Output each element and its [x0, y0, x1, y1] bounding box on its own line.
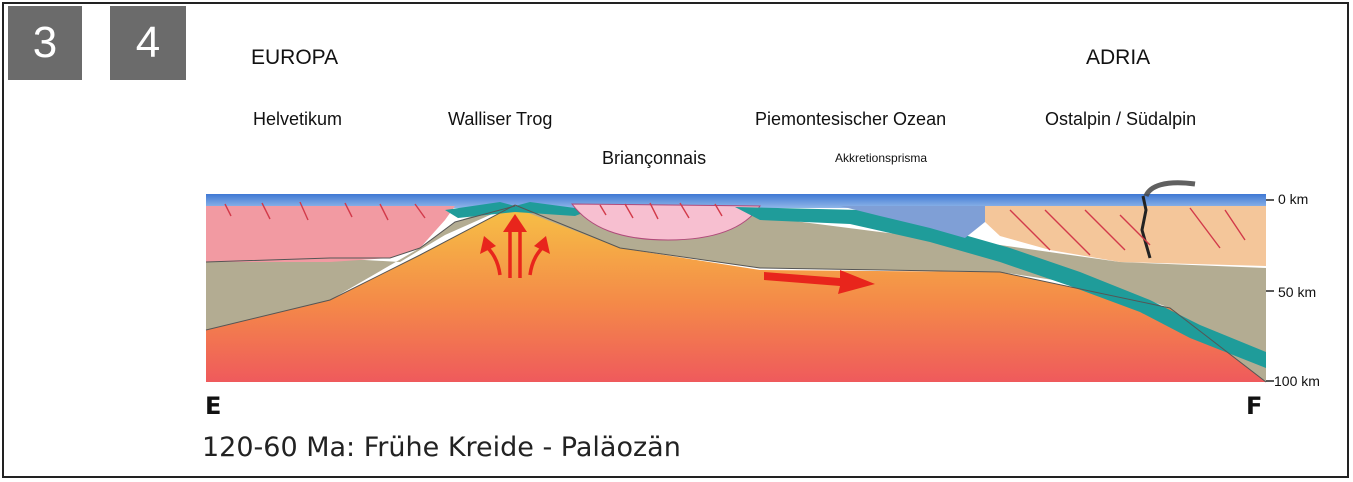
- zone-label-piemont: Piemontesischer Ozean: [755, 109, 946, 130]
- zone-label-helvetikum: Helvetikum: [253, 109, 342, 130]
- region-label-adria: ADRIA: [1086, 46, 1150, 70]
- profile-endpoint-e: E: [205, 392, 221, 420]
- zone-label-brianconnais: Briançonnais: [602, 148, 706, 169]
- depth-label-0: 0 km: [1278, 191, 1308, 207]
- figure-caption: 120-60 Ma: Frühe Kreide - Paläozän: [202, 432, 681, 463]
- european-crust: [206, 206, 455, 262]
- zone-label-walliser-trog: Walliser Trog: [448, 109, 552, 130]
- region-label-europa: EUROPA: [251, 46, 338, 70]
- zone-label-ostalpin: Ostalpin / Südalpin: [1045, 109, 1196, 130]
- depth-label-100: 100 km: [1274, 373, 1320, 389]
- zone-label-akkretionsprisma: Akkretionsprisma: [835, 151, 927, 165]
- depth-label-50: 50 km: [1278, 284, 1316, 300]
- profile-endpoint-f: F: [1246, 392, 1262, 420]
